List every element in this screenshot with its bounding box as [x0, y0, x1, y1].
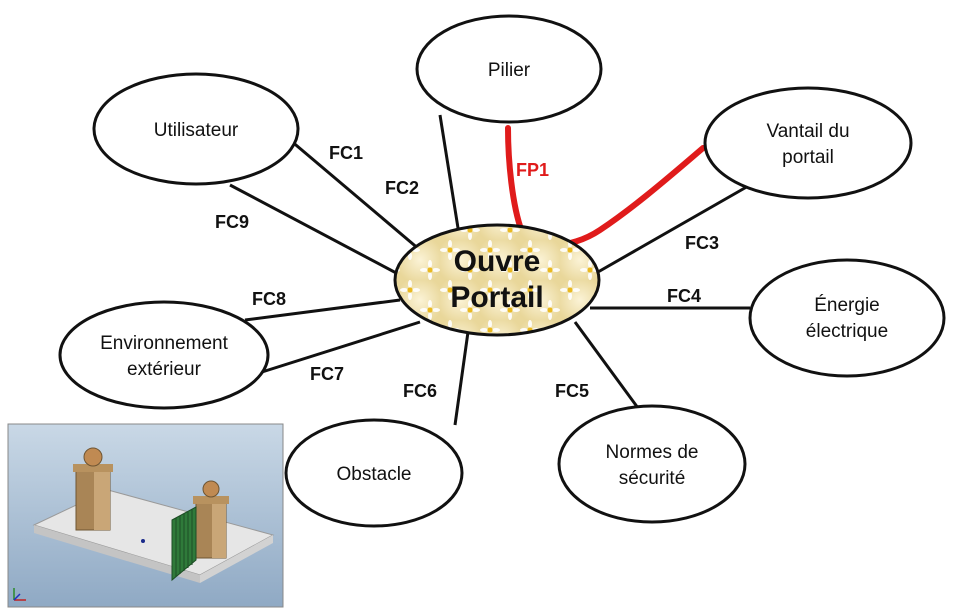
fp1-label: FP1 — [516, 160, 549, 180]
fc9-label: FC9 — [215, 212, 249, 232]
line-vantail — [597, 183, 751, 274]
node-obstacle: Obstacle — [284, 418, 464, 528]
left-pillar — [73, 447, 113, 531]
fc6-label: FC6 — [403, 381, 437, 401]
node-normes: Normes de sécurité — [557, 404, 747, 524]
node-environnement-label-1: Environnement — [100, 333, 229, 354]
node-vantail-label-2: portail — [782, 147, 834, 168]
fc8-label: FC8 — [252, 289, 286, 309]
line-environnement — [244, 298, 401, 322]
line-pilier — [438, 114, 460, 229]
node-utilisateur: Utilisateur — [92, 72, 300, 186]
node-energie: Énergie électrique — [748, 258, 946, 378]
line-utilisateur-2 — [229, 183, 401, 277]
right-pillar — [193, 480, 229, 559]
node-utilisateur-label: Utilisateur — [154, 120, 239, 141]
fc4-label: FC4 — [667, 286, 701, 306]
connector-lines — [229, 114, 751, 426]
node-vantail-label-1: Vantail du — [766, 121, 849, 142]
line-normes — [573, 321, 640, 409]
fc3-label: FC3 — [685, 233, 719, 253]
node-pilier-label: Pilier — [488, 60, 531, 81]
line-obstacle — [453, 331, 470, 426]
node-environnement: Environnement extérieur — [58, 300, 270, 410]
fc5-label: FC5 — [555, 381, 589, 401]
line-environnement-2 — [261, 320, 421, 374]
center-node: Ouvre Portail — [393, 223, 601, 337]
node-normes-label-1: Normes de — [606, 442, 699, 463]
gate-3d-model-thumbnail — [7, 423, 284, 608]
center-label-1: Ouvre — [454, 245, 541, 278]
line-utilisateur — [289, 138, 421, 252]
axis-triad-icon — [13, 588, 26, 601]
center-label-2: Portail — [450, 281, 543, 314]
gate-leaf — [171, 506, 197, 582]
node-obstacle-label: Obstacle — [337, 464, 412, 485]
fc7-label: FC7 — [310, 364, 344, 384]
fc1-label: FC1 — [329, 143, 363, 163]
node-energie-label-2: électrique — [806, 321, 888, 342]
fc2-label: FC2 — [385, 178, 419, 198]
node-normes-label-2: sécurité — [619, 468, 686, 489]
node-environnement-label-2: extérieur — [127, 359, 202, 380]
node-energie-label-1: Énergie — [814, 295, 880, 316]
node-pilier: Pilier — [415, 14, 603, 124]
node-vantail: Vantail du portail — [703, 86, 913, 200]
